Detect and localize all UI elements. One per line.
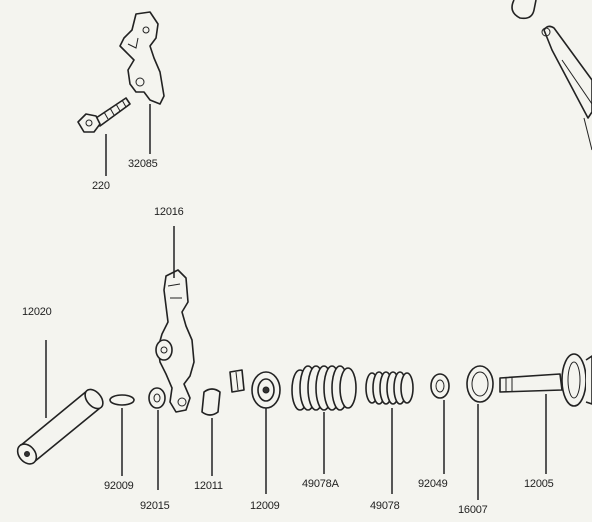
part-label-12005: 12005 (524, 478, 554, 490)
shaft-part-12020 (16, 388, 104, 465)
part-label-12020: 12020 (22, 306, 52, 318)
part-label-92009: 92009 (104, 480, 134, 492)
part-label-49078: 49078 (370, 500, 400, 512)
part-label-220: 220 (92, 180, 110, 192)
spring-part-49078 (365, 371, 414, 405)
washer-part-16007 (466, 365, 494, 403)
bracket-part-32085 (119, 11, 165, 105)
part-label-92015: 92015 (140, 500, 170, 512)
bolt-part-220 (77, 97, 131, 133)
part-label-16007: 16007 (458, 504, 488, 516)
valve-part-12005 (499, 353, 592, 407)
part-label-32085: 32085 (128, 158, 158, 170)
washer-part-92015 (148, 387, 166, 409)
rocker-arm-part-12016 (155, 269, 195, 413)
part-label-12011: 12011 (194, 480, 223, 492)
spring-part-49078A (291, 365, 357, 411)
cotter-part-12011 (201, 369, 245, 416)
retainer-part-12009 (251, 371, 281, 409)
corner-part-partial (511, 0, 592, 151)
part-label-92049: 92049 (418, 478, 448, 490)
seal-part-92049 (430, 373, 450, 399)
part-label-12016: 12016 (154, 206, 184, 218)
part-label-49078A: 49078A (302, 478, 339, 490)
part-label-12009: 12009 (250, 500, 280, 512)
oring-part-92009 (109, 394, 135, 406)
